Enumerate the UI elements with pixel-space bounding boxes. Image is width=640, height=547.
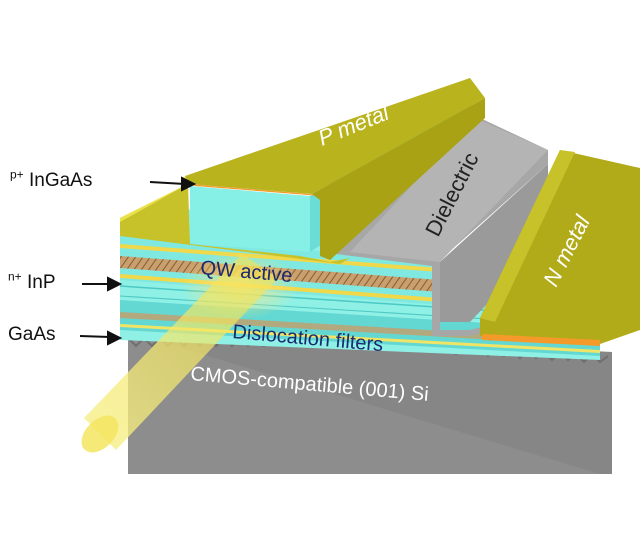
p-ingaas-label: p+ InGaAs <box>10 167 93 192</box>
inp-text: InP <box>26 272 56 293</box>
ingaas-text: InGaAs <box>28 170 93 191</box>
gaas-label: GaAs <box>8 324 56 345</box>
p-plus-sup: p+ <box>10 167 24 182</box>
n-plus-sup: n+ <box>8 269 22 284</box>
n-metal-contact <box>480 150 640 346</box>
label-arrows <box>79 176 197 346</box>
dielectric-layer <box>320 118 600 336</box>
emitted-light-beam <box>81 250 300 453</box>
n-inp-label: n+ InP <box>8 269 56 294</box>
silicon-substrate <box>127 320 612 474</box>
p-metal-contact <box>120 78 485 264</box>
